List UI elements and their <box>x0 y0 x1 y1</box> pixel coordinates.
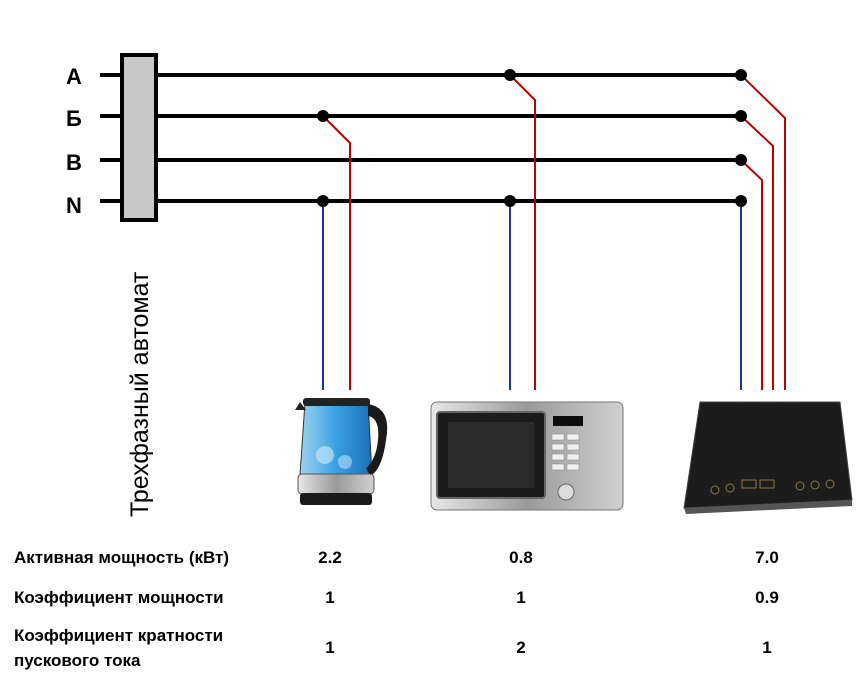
value-microwave-inrush-ratio: 2 <box>516 638 526 657</box>
three-phase-breaker <box>120 53 158 222</box>
value-microwave-power-factor: 1 <box>516 588 526 607</box>
value-cooktop-inrush-ratio: 1 <box>762 638 772 657</box>
microwave-phase-wire <box>509 74 536 390</box>
phase-label-v: В <box>66 150 82 175</box>
breaker-label: Трехфазный автомат <box>126 271 154 517</box>
value-kettle-inrush-ratio: 1 <box>325 638 335 657</box>
junction-dot <box>735 69 747 81</box>
junction-dot <box>735 195 747 207</box>
junction-dot <box>504 195 516 207</box>
value-kettle-power-factor: 1 <box>325 588 335 607</box>
junction-dot <box>735 154 747 166</box>
row-label-power-factor: Коэффициент мощности <box>14 588 224 607</box>
row-label-active-power: Активная мощность (кВт) <box>14 548 230 567</box>
value-microwave-active-power: 0.8 <box>509 548 533 567</box>
junction-dot <box>317 110 329 122</box>
kettle-image <box>295 398 388 505</box>
junction-dot <box>504 69 516 81</box>
junction-dot <box>317 195 329 207</box>
induction-cooktop-image <box>683 401 853 514</box>
junction-dot <box>735 110 747 122</box>
phase-label-a: А <box>66 64 82 89</box>
microwave-image <box>430 401 624 511</box>
row-label-inrush-ratio-line1: Коэффициент кратности <box>14 626 224 645</box>
value-cooktop-active-power: 7.0 <box>755 548 779 567</box>
value-cooktop-power-factor: 0.9 <box>755 588 779 607</box>
kettle-phase-wire <box>322 115 351 390</box>
cooktop-phase-a-wire <box>740 74 786 390</box>
phase-label-n: N <box>66 193 82 218</box>
value-kettle-active-power: 2.2 <box>318 548 342 567</box>
cooktop-phase-b-wire <box>740 115 774 390</box>
junctions <box>317 69 747 207</box>
row-label-inrush-ratio-line2: пускового тока <box>14 651 141 670</box>
cooktop-phase-v-wire <box>740 159 763 390</box>
bus-lines <box>100 73 745 203</box>
phase-label-b: Б <box>66 106 82 131</box>
